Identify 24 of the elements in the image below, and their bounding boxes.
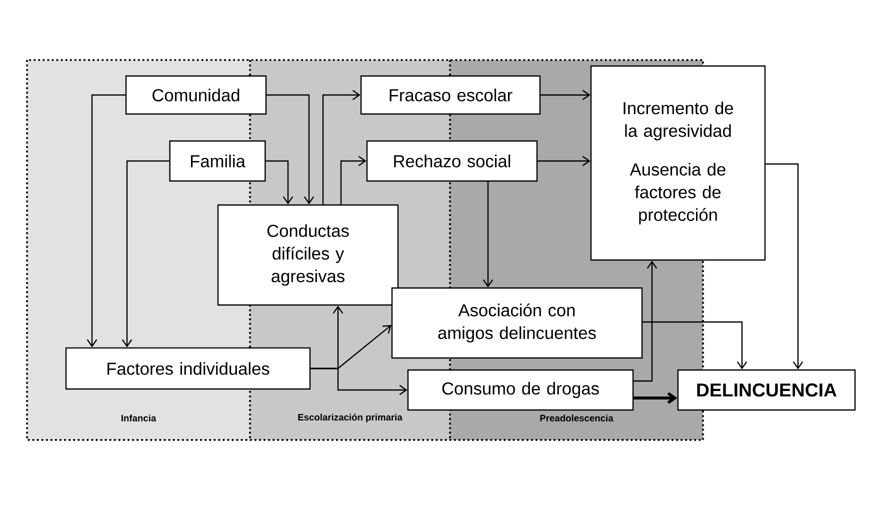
factor-box: Incremento de la agresividad Ausencia de factores de protección bbox=[590, 65, 766, 261]
factor-box: Fracaso escolar bbox=[360, 75, 541, 115]
arrow bbox=[266, 94, 314, 204]
factor-box: Familia bbox=[169, 140, 266, 182]
arrow bbox=[86, 94, 126, 348]
factor-box: Consumo de drogas bbox=[407, 369, 634, 411]
arrow bbox=[634, 260, 658, 382]
arrow bbox=[634, 392, 678, 404]
arrow bbox=[340, 156, 366, 204]
outcome-box: DELINCUENCIA bbox=[677, 369, 856, 411]
factor-box: Comunidad bbox=[125, 75, 267, 115]
arrow bbox=[122, 160, 170, 348]
arrow bbox=[538, 156, 590, 166]
arrow bbox=[310, 306, 344, 370]
arrow bbox=[266, 160, 294, 204]
factor-box: Factores individuales bbox=[65, 347, 311, 390]
arrow bbox=[540, 90, 590, 100]
factor-box: Conductas difíciles y agresivas bbox=[217, 204, 399, 306]
arrow bbox=[482, 182, 494, 288]
arrow bbox=[322, 90, 360, 204]
arrow bbox=[766, 163, 804, 370]
factor-box: Asociación con amigos delincuentes bbox=[391, 287, 643, 359]
factor-box: Rechazo social bbox=[366, 140, 538, 182]
arrow bbox=[642, 321, 748, 370]
